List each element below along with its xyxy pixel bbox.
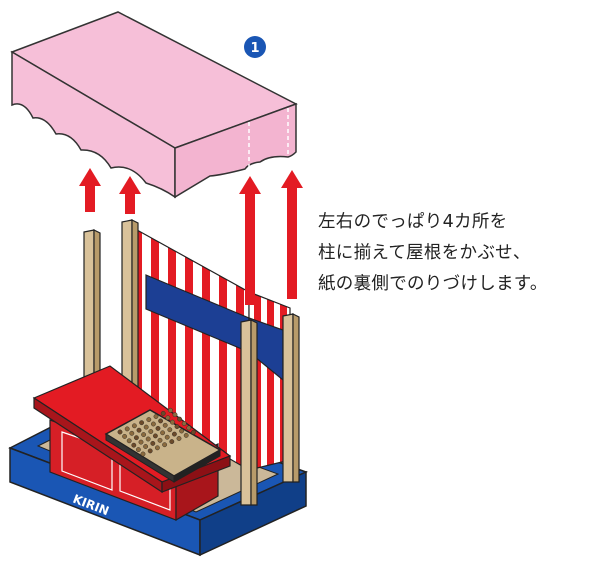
tray-item: [126, 438, 132, 444]
tray-item: [122, 433, 128, 439]
roof: [10, 11, 298, 199]
tray-item: [140, 451, 146, 457]
tray-item: [165, 415, 171, 421]
tray-item: [157, 437, 163, 443]
tray-item: [143, 444, 149, 449]
tray-item: [124, 426, 130, 432]
tray-item: [162, 442, 168, 448]
tray-item: [169, 439, 175, 444]
instruction-text: 左右のでっぱり4カ所を 柱に揃えて屋根をかぶせ、 紙の裏側でのりづけします。: [318, 207, 583, 300]
tray-item: [153, 414, 159, 419]
tray-item: [186, 425, 192, 431]
tray-item: [174, 424, 180, 429]
wall-stripe: [267, 292, 274, 470]
tray-item: [138, 439, 144, 445]
tray-item: [176, 436, 182, 441]
tray-item: [146, 417, 152, 422]
tray-item: [167, 427, 173, 433]
tray-item: [143, 424, 149, 430]
post-front-right: [282, 313, 300, 483]
tray-item: [152, 433, 158, 439]
wall-stripe: [219, 225, 227, 470]
up-arrow: [281, 170, 303, 299]
up-arrow: [79, 168, 101, 212]
wall-stripe: [151, 225, 159, 470]
instruction-line: 左右のでっぱり4カ所を: [318, 212, 508, 232]
tray-item: [190, 429, 196, 435]
up-arrow: [239, 176, 261, 305]
wall-stripe: [202, 225, 210, 470]
post-front-center: [240, 319, 258, 506]
step-number-badge: 1: [244, 36, 266, 58]
tray-item: [158, 418, 164, 424]
tray-item: [179, 428, 185, 434]
tray-item: [141, 432, 147, 437]
tray-item: [133, 435, 139, 441]
tray-item: [145, 436, 151, 442]
tray-item: [162, 422, 168, 428]
tray-item: [172, 412, 178, 418]
tray-item: [135, 447, 141, 452]
up-arrow: [119, 176, 141, 214]
tray-item: [181, 421, 187, 426]
tray-item: [171, 431, 177, 437]
instruction-line: 紙の裏側でのりづけします。: [318, 274, 548, 294]
tray-item: [129, 430, 135, 436]
tray-item: [148, 429, 154, 434]
tray-item: [167, 407, 173, 413]
post-back-center: [121, 219, 139, 396]
tray-item: [139, 420, 145, 426]
tray-item: [136, 427, 142, 433]
tray-item: [131, 442, 137, 448]
tray-item: [177, 416, 183, 422]
tray-item: [164, 434, 170, 440]
tray-item: [147, 448, 153, 454]
wall-stripe: [185, 225, 193, 470]
tray-item: [160, 430, 166, 436]
tray-item: [183, 432, 189, 438]
tray-item: [150, 440, 156, 446]
wall-stripe: [168, 225, 176, 470]
tray-item: [154, 445, 160, 451]
tray-item: [131, 423, 137, 429]
instruction-line: 柱に揃えて屋根をかぶせ、: [318, 243, 531, 263]
step-number: 1: [250, 41, 259, 56]
tray-item: [155, 425, 161, 431]
tray-item: [169, 419, 175, 425]
tray-item: [117, 429, 123, 435]
tray: [104, 407, 222, 483]
tray-item: [150, 421, 156, 427]
tray-item: [160, 410, 166, 416]
